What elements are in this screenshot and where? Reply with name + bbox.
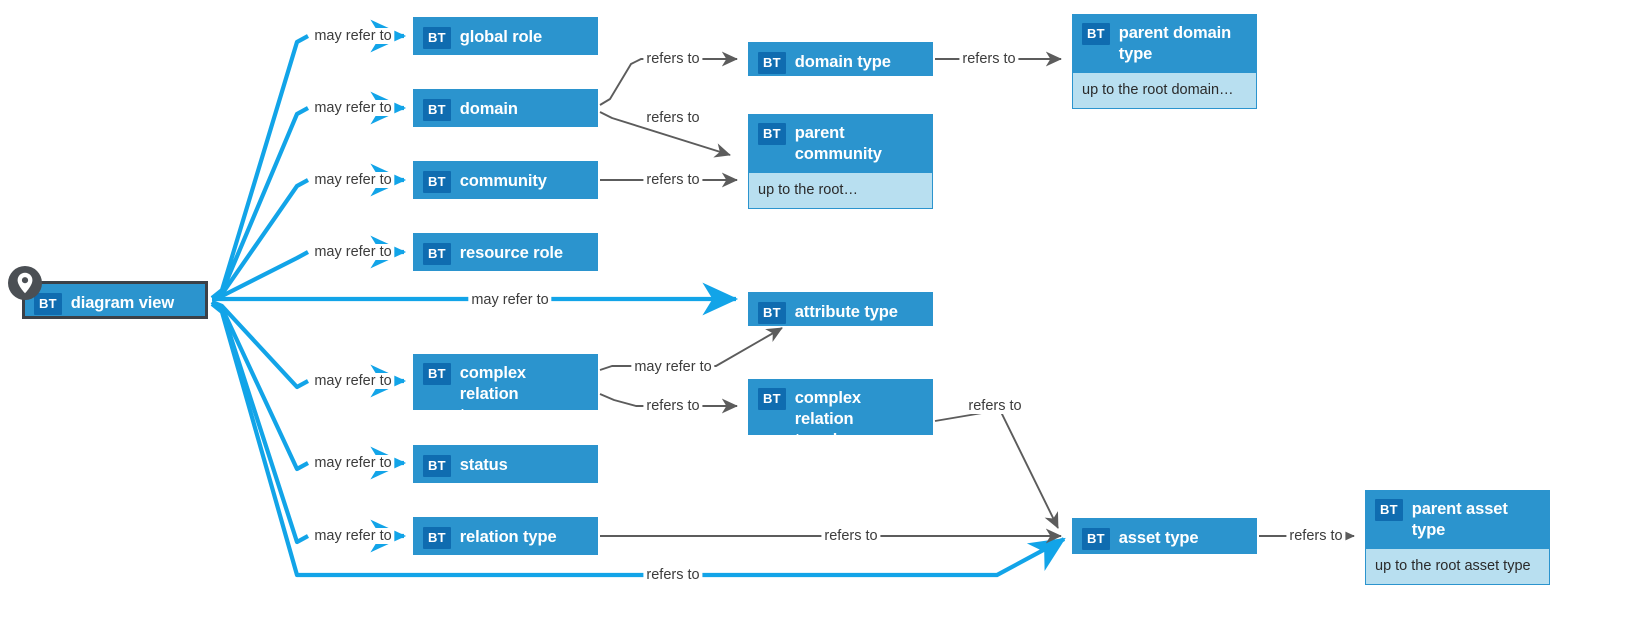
edge-label: refers to: [643, 398, 703, 414]
node-header: BT community: [414, 162, 597, 203]
node-header: BT parent domain type: [1073, 15, 1256, 73]
business-term-badge: BT: [758, 302, 786, 324]
location-pin-icon: [8, 266, 42, 300]
node-header: BT parent community: [749, 115, 932, 173]
edge-label: refers to: [959, 51, 1019, 67]
edge-domain-parent-community: [599, 111, 731, 158]
business-term-badge: BT: [1375, 499, 1403, 521]
edge-crt-leg-asset-type: [934, 409, 1059, 529]
node-label: complex relation type: [459, 364, 526, 424]
node-header: BT parent asset type: [1366, 491, 1549, 549]
node-parent-community[interactable]: BT parent community up to the root…: [748, 114, 933, 209]
business-term-badge: BT: [423, 99, 451, 121]
node-header: BT complex relation type leg: [749, 380, 932, 459]
business-term-badge: BT: [423, 27, 451, 49]
node-label: domain type: [794, 53, 891, 71]
node-global-role[interactable]: BT global role: [413, 17, 598, 55]
edge-label: refers to: [643, 110, 703, 126]
highlight-edges: [210, 34, 1063, 578]
node-community[interactable]: BT community: [413, 161, 598, 199]
node-parent-domain-type[interactable]: BT parent domain type up to the root domai…: [1072, 14, 1257, 109]
edge-label: may refer to: [311, 455, 395, 471]
node-header: BT complex relation type: [414, 355, 597, 434]
node-domain[interactable]: BT domain: [413, 89, 598, 127]
node-header: BT attribute type: [749, 293, 932, 334]
edge-label: may refer to: [311, 373, 395, 389]
business-term-badge: BT: [758, 123, 786, 145]
node-header: BT domain type: [749, 43, 932, 84]
edge-label: refers to: [643, 51, 703, 67]
node-header: BT diagram view: [25, 284, 205, 325]
node-resource-role[interactable]: BT resource role: [413, 233, 598, 271]
node-label: parent domain type: [1118, 24, 1232, 63]
node-relation-type[interactable]: BT relation type: [413, 517, 598, 555]
business-term-badge: BT: [423, 243, 451, 265]
node-header: BT resource role: [414, 234, 597, 275]
business-term-badge: BT: [423, 455, 451, 477]
node-footer: up to the root domain…: [1073, 73, 1256, 108]
business-term-badge: BT: [423, 171, 451, 193]
node-footer: up to the root…: [749, 173, 932, 208]
edge-label: may refer to: [311, 28, 395, 44]
edge-label: may refer to: [311, 100, 395, 116]
business-term-badge: BT: [758, 388, 786, 410]
node-label: global role: [459, 28, 543, 46]
node-asset-type[interactable]: BT asset type: [1072, 518, 1257, 554]
edge-label: may refer to: [311, 528, 395, 544]
node-domain-type[interactable]: BT domain type: [748, 42, 933, 76]
business-term-badge: BT: [758, 52, 786, 74]
node-label: diagram view: [70, 294, 175, 312]
node-label: parent community: [794, 124, 882, 163]
node-header: BT domain: [414, 90, 597, 131]
edge-label: refers to: [1286, 528, 1346, 544]
node-parent-asset-type[interactable]: BT parent asset type up to the root asset …: [1365, 490, 1550, 585]
node-label: resource role: [459, 244, 563, 262]
node-label: domain: [459, 100, 518, 118]
edge-diagram-view-asset-type: [210, 302, 1063, 578]
business-term-badge: BT: [1082, 23, 1110, 45]
node-label: parent asset type: [1411, 500, 1508, 539]
business-term-badge: BT: [34, 293, 62, 315]
business-term-badge: BT: [423, 527, 451, 549]
edge-label: refers to: [643, 172, 703, 188]
edge-label: refers to: [821, 528, 881, 544]
node-status[interactable]: BT status: [413, 445, 598, 483]
node-label: attribute type: [794, 303, 898, 321]
edge-diagram-view-relation-type: [210, 300, 310, 545]
node-complex-relation-type[interactable]: BT complex relation type: [413, 354, 598, 424]
business-term-badge: BT: [423, 363, 451, 385]
business-term-badge: BT: [1082, 528, 1110, 550]
node-complex-relation-type-leg[interactable]: BT complex relation type leg: [748, 379, 933, 449]
node-header: BT relation type: [414, 518, 597, 559]
node-footer: up to the root asset type: [1366, 549, 1549, 584]
node-attribute-type[interactable]: BT attribute type: [748, 292, 933, 326]
edge-label: may refer to: [311, 172, 395, 188]
node-header: BT status: [414, 446, 597, 487]
node-label: community: [459, 172, 547, 190]
edge-label: refers to: [965, 398, 1025, 414]
node-header: BT asset type: [1073, 519, 1256, 560]
node-label: relation type: [459, 528, 557, 546]
node-label: asset type: [1118, 529, 1199, 547]
node-diagram-view[interactable]: BT diagram view: [22, 281, 208, 319]
edge-label: refers to: [643, 567, 703, 583]
edge-label: may refer to: [468, 292, 552, 308]
node-header: BT global role: [414, 18, 597, 59]
edge-label: may refer to: [631, 359, 715, 375]
node-label: status: [459, 456, 508, 474]
edge-label: may refer to: [311, 244, 395, 260]
node-label: complex relation type leg: [794, 389, 861, 449]
